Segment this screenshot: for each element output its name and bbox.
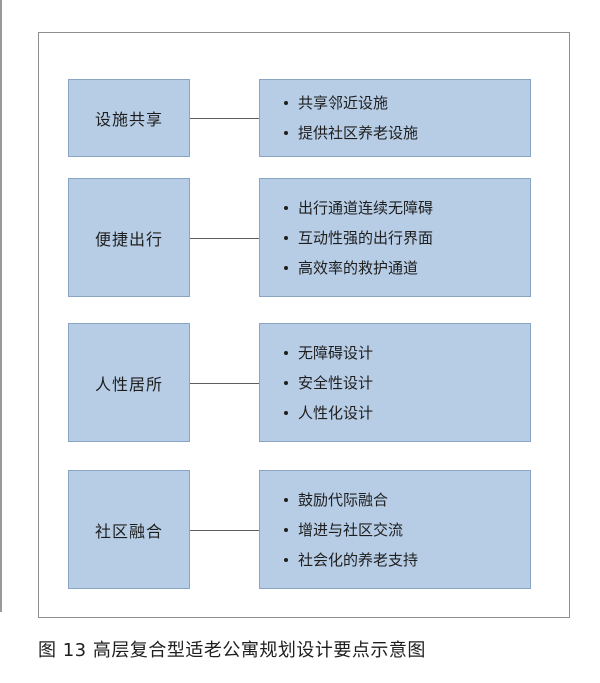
detail-item: 互动性强的出行界面: [284, 223, 530, 253]
connector-line: [190, 383, 259, 384]
figure-caption: 图 13 高层复合型适老公寓规划设计要点示意图: [38, 640, 426, 661]
detail-box: 出行通道连续无障碍 互动性强的出行界面 高效率的救护通道: [259, 178, 531, 297]
detail-item: 人性化设计: [284, 398, 530, 428]
detail-box: 鼓励代际融合 增进与社区交流 社会化的养老支持: [259, 470, 531, 589]
diagram-frame: 设施共享 共享邻近设施 提供社区养老设施 便捷出行 出行通道连续无障碍 互动性强…: [38, 32, 570, 618]
category-label: 人性居所: [94, 374, 163, 394]
detail-item: 增进与社区交流: [284, 515, 530, 545]
category-box: 人性居所: [68, 323, 190, 442]
diagram-row-convenient-travel: 便捷出行 出行通道连续无障碍 互动性强的出行界面 高效率的救护通道: [39, 178, 569, 297]
category-box: 便捷出行: [68, 178, 190, 297]
category-label: 设施共享: [94, 110, 163, 129]
category-label: 便捷出行: [94, 229, 163, 249]
detail-box: 无障碍设计 安全性设计 人性化设计: [259, 323, 531, 442]
detail-item: 鼓励代际融合: [284, 485, 530, 515]
connector-line: [190, 530, 259, 531]
detail-item: 社会化的养老支持: [284, 545, 530, 575]
detail-item: 高效率的救护通道: [284, 253, 530, 283]
connector-line: [190, 118, 259, 119]
diagram-row-humane-residence: 人性居所 无障碍设计 安全性设计 人性化设计: [39, 323, 569, 442]
detail-item: 出行通道连续无障碍: [284, 193, 530, 223]
category-label: 社区融合: [94, 521, 163, 541]
detail-item: 提供社区养老设施: [284, 118, 530, 148]
category-box: 设施共享: [68, 79, 190, 157]
diagram-row-community-integration: 社区融合 鼓励代际融合 增进与社区交流 社会化的养老支持: [39, 470, 569, 589]
diagram-row-facility-sharing: 设施共享 共享邻近设施 提供社区养老设施: [39, 79, 569, 157]
detail-item: 无障碍设计: [284, 338, 530, 368]
detail-box: 共享邻近设施 提供社区养老设施: [259, 79, 531, 157]
detail-item: 共享邻近设施: [284, 88, 530, 118]
detail-item: 安全性设计: [284, 368, 530, 398]
category-box: 社区融合: [68, 470, 190, 589]
connector-line: [190, 238, 259, 239]
left-edge-line: [0, 0, 2, 612]
